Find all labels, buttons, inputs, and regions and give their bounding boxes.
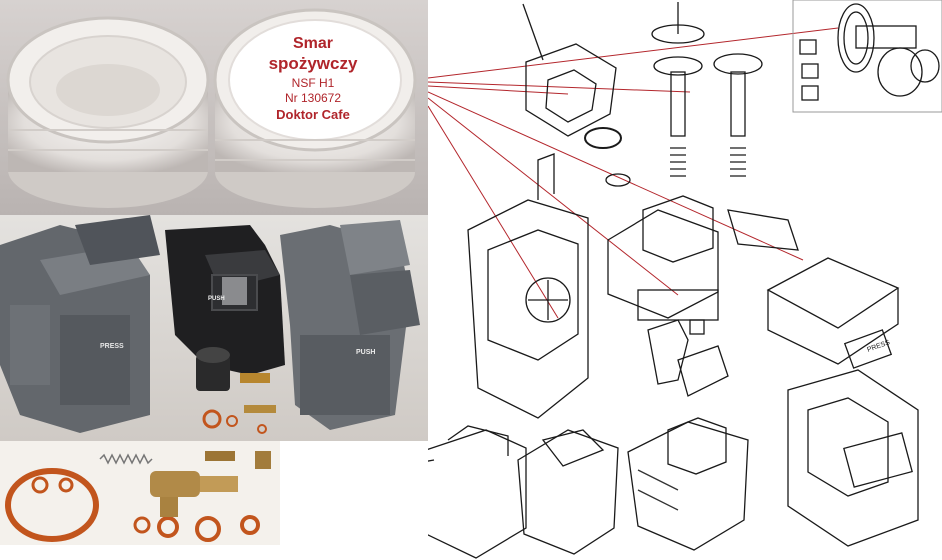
small-parts: [196, 347, 276, 434]
brew-chamber-housing: [607, 195, 719, 335]
assembled-unit-1: [428, 425, 527, 559]
brewing-unit-grey-left: PRESS: [0, 215, 160, 433]
valve-block: [522, 3, 631, 187]
brass-valve: [150, 451, 271, 517]
main-frame: [467, 153, 589, 419]
assembled-unit-2: [517, 429, 619, 555]
piston-assembly: [651, 2, 763, 177]
jar-label-line5: Doktor Cafe: [276, 107, 350, 122]
jar-label-line1: Smar: [293, 35, 333, 52]
grease-jars-photo: Smar spożywczy NSF H1 Nr 130672 Doktor C…: [0, 0, 428, 215]
assembled-unit-3: [627, 417, 749, 551]
exploded-parts-diagram: PRESS: [428, 0, 942, 560]
jar-label-line4: Nr 130672: [285, 91, 341, 105]
inset-gear-detail: [792, 0, 942, 113]
press-sticker: PRESS: [100, 343, 124, 350]
brewing-units-photo: PRESS PUSH PUSH: [0, 215, 428, 441]
seals-and-valve-photo: [0, 441, 280, 545]
jar-label-line2: spożywczy: [269, 54, 358, 73]
red-leader-lines: [428, 27, 839, 319]
brewing-unit-black: PUSH: [165, 225, 285, 375]
brewing-unit-grey-right: PUSH: [280, 220, 420, 430]
spring: [99, 453, 153, 465]
right-frame: [787, 369, 919, 547]
orings: [5, 468, 260, 542]
lever-parts: [647, 209, 799, 397]
push-sticker-a: PUSH: [208, 296, 225, 302]
push-sticker-b: PUSH: [356, 349, 375, 356]
jar-label-line3: NSF H1: [292, 76, 335, 90]
left-empty-jar: [6, 16, 210, 208]
diagram-press-label: PRESS: [866, 339, 891, 354]
right-labeled-jar: Smar spożywczy NSF H1 Nr 130672 Doktor C…: [213, 8, 417, 208]
hopper: PRESS: [766, 257, 900, 369]
